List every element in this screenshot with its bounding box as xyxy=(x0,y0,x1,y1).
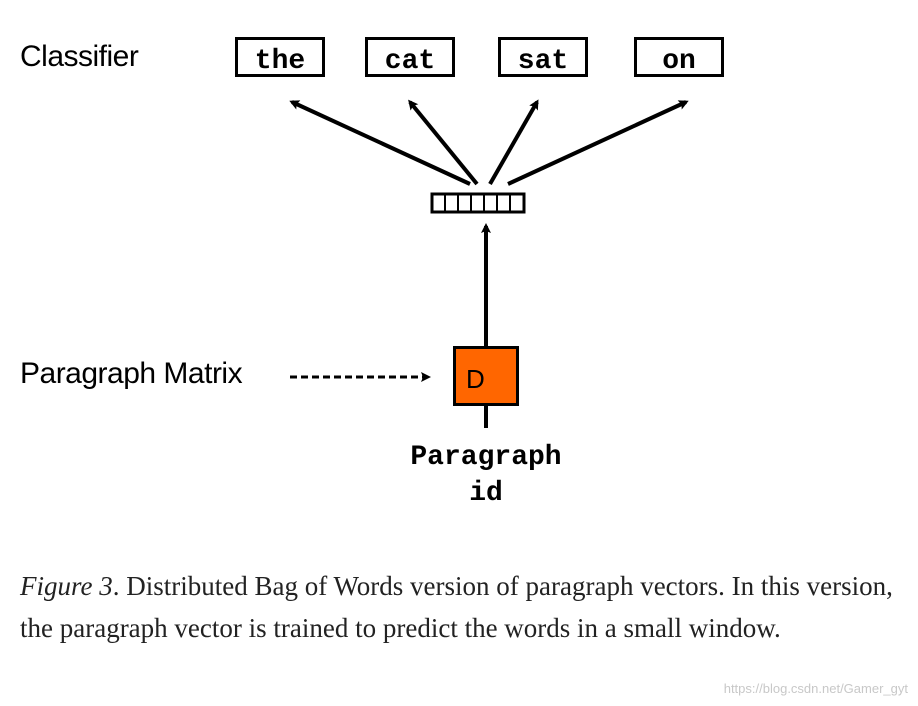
arrow-to-word-sat xyxy=(488,99,539,185)
paragraph-id-line2: id xyxy=(469,478,503,509)
output-word-text: the xyxy=(254,46,306,77)
paragraph-id-label: Paragraph id xyxy=(386,440,586,512)
paragraph-id-line1: Paragraph xyxy=(410,442,562,473)
figure-caption: Figure 3. Distributed Bag of Words versi… xyxy=(20,565,910,649)
paragraph-vector xyxy=(430,192,526,214)
output-word-box: the xyxy=(235,37,325,77)
output-word-text: cat xyxy=(384,46,436,77)
caption-figure-number: Figure 3 xyxy=(20,571,113,601)
output-word-box: sat xyxy=(498,37,588,77)
paragraph-matrix-node: D xyxy=(453,346,519,406)
arrow-to-word-on xyxy=(507,100,689,186)
caption-text: . Distributed Bag of Words version of pa… xyxy=(20,571,893,643)
watermark: https://blog.csdn.net/Gamer_gyt xyxy=(723,681,908,696)
output-word-text: on xyxy=(662,46,696,77)
classifier-label: Classifier xyxy=(20,40,139,73)
arrow-to-word-the xyxy=(289,100,471,186)
output-word-box: on xyxy=(634,37,724,77)
output-word-text: sat xyxy=(517,46,569,77)
arrow-to-word-cat xyxy=(408,99,479,186)
output-word-box: cat xyxy=(365,37,455,77)
paragraph-matrix-label: Paragraph Matrix xyxy=(20,357,243,390)
